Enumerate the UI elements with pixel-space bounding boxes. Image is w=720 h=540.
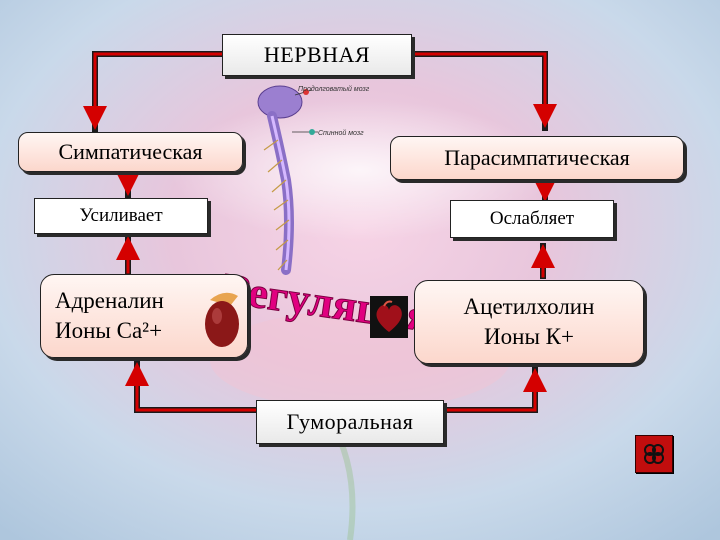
acetylcholine-line2: Ионы К+: [484, 322, 574, 352]
nervous-box: НЕРВНАЯ: [222, 34, 412, 76]
humoral-box: Гуморальная: [256, 400, 444, 444]
weakens-box: Ослабляет: [450, 200, 614, 238]
strengthens-label: Усиливает: [79, 205, 162, 227]
brain-label-spinal: Спинной мозг: [318, 130, 364, 137]
acetylcholine-box: Ацетилхолин Ионы К+: [414, 280, 644, 364]
nav-button[interactable]: [635, 435, 673, 473]
brain-label-medulla: Продолговатый мозг: [298, 86, 369, 94]
nervous-label: НЕРВНАЯ: [264, 42, 370, 68]
arrow-humoral-to-acetylcholine: [444, 368, 535, 410]
parasympathetic-box: Парасимпатическая: [390, 136, 684, 180]
adrenaline-line2: Ионы Са²+: [55, 316, 162, 346]
nav-button-icon: [636, 436, 672, 472]
adrenaline-line1: Адреналин: [55, 286, 164, 316]
sympathetic-label: Симпатическая: [58, 139, 202, 165]
sympathetic-box: Симпатическая: [18, 132, 243, 172]
adrenal-gland-icon: [200, 286, 246, 350]
arrow-nervous-to-parasympathetic: [413, 54, 545, 128]
acetylcholine-line1: Ацетилхолин: [464, 292, 595, 322]
arrow-humoral-to-adrenaline: [137, 362, 258, 410]
heart-icon: [370, 296, 408, 338]
weakens-label: Ослабляет: [490, 208, 574, 230]
parasympathetic-label: Парасимпатическая: [444, 145, 630, 171]
humoral-label: Гуморальная: [287, 409, 414, 435]
arrow-nervous-to-sympathetic: [95, 54, 222, 130]
strengthens-box: Усиливает: [34, 198, 208, 234]
